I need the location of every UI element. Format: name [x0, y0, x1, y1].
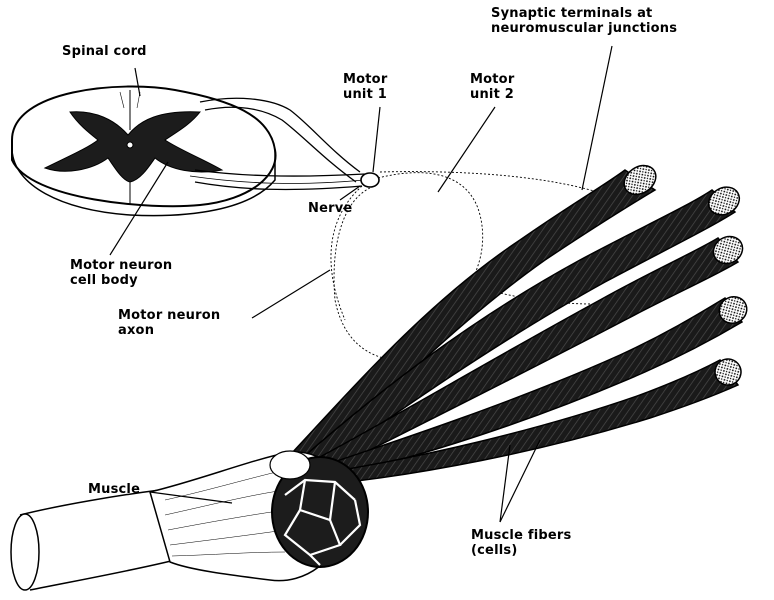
motor-neuron-axon-label: Motor neuron axon	[118, 308, 220, 338]
synaptic-terminals-label: Synaptic terminals at neuromuscular junc…	[491, 6, 677, 36]
muscle	[11, 451, 368, 590]
muscle-fibers	[290, 160, 752, 485]
motor-unit-2-label: Motor unit 2	[470, 72, 514, 102]
spinal-cord-label: Spinal cord	[62, 44, 147, 59]
muscle-label: Muscle	[88, 482, 140, 497]
muscle-fibers-label: Muscle fibers (cells)	[471, 528, 571, 558]
nerve-label: Nerve	[308, 201, 352, 216]
motor-neuron-cell-body-label: Motor neuron cell body	[70, 258, 172, 288]
spinal-cord	[12, 87, 276, 216]
motor-unit-1-label: Motor unit 1	[343, 72, 387, 102]
